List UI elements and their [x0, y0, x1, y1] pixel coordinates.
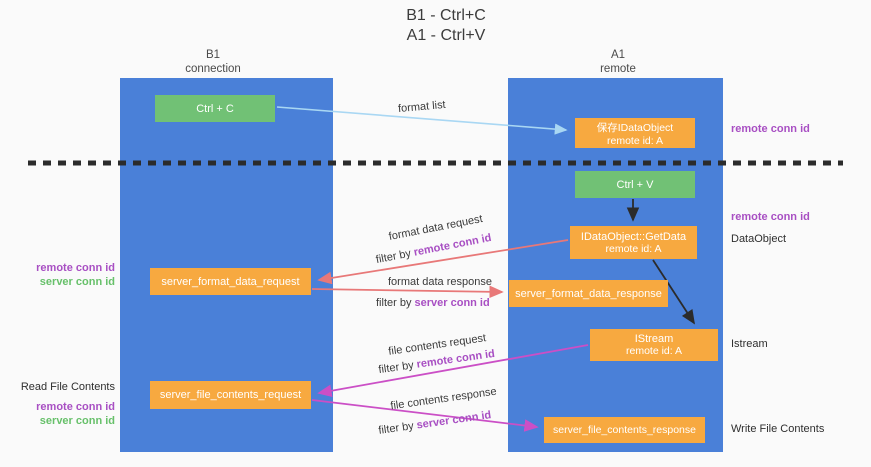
left-remote-conn-id-mid-label: remote conn id	[36, 262, 115, 274]
left-remote-conn-id-bottom-label: remote conn id	[36, 401, 115, 413]
ctrl-c-box: Ctrl + C	[155, 95, 275, 122]
getdata-to-format-request-arrow	[317, 239, 569, 285]
getdata-line2: remote id: A	[605, 242, 662, 255]
getdata-line1: IDataObject::GetData	[580, 230, 687, 243]
istream-side-label: Istream	[731, 338, 768, 350]
istream-line1: IStream	[634, 333, 674, 345]
ctrl-v-box: Ctrl + V	[575, 171, 695, 198]
getdata-box: IDataObject::GetData remote id: A	[570, 226, 697, 259]
right-column-header: A1 remote	[558, 48, 678, 76]
server-file-contents-response-label: server_file_contents_response	[552, 424, 696, 436]
left-column-header: B1 connection	[153, 48, 273, 76]
left-column-subtitle: connection	[185, 63, 241, 75]
ctrl-c-label: Ctrl + C	[196, 102, 234, 115]
format-data-response-arrow-label: format data response	[388, 276, 492, 288]
server-format-data-response-label: server_format_data_response	[515, 287, 662, 300]
server-file-contents-request-box: server_file_contents_request	[150, 381, 311, 409]
format-list-arrow	[276, 106, 568, 135]
dataobject-label: DataObject	[731, 233, 787, 245]
left-server-conn-id-bottom-label: server conn id	[39, 415, 115, 427]
server-format-data-response-box: server_format_data_response	[509, 280, 668, 307]
server-format-data-request-box: server_format_data_request	[150, 268, 311, 295]
istream-to-file-request-arrow	[317, 344, 589, 397]
server-file-contents-response-box: server_file_contents_response	[544, 417, 705, 443]
ctrl-v-label: Ctrl + V	[616, 178, 654, 191]
save-dataobject-box: 保存IDataObject remote id: A	[575, 118, 695, 148]
filter-term-2: server conn id	[414, 297, 490, 309]
save-dataobject-line1: 保存IDataObject	[596, 121, 674, 134]
getdata-to-istream-arrow	[652, 259, 695, 325]
write-file-contents-label: Write File Contents	[731, 423, 825, 435]
file-request-to-response-arrow	[311, 399, 539, 432]
server-format-data-request-label: server_format_data_request	[161, 275, 300, 288]
read-file-contents-label: Read File Contents	[20, 381, 115, 393]
save-dataobject-line2: remote id: A	[606, 134, 664, 147]
right-column-name: A1	[610, 49, 626, 61]
right-remote-conn-id-mid-label: remote conn id	[731, 211, 810, 223]
istream-line2: remote id: A	[625, 345, 683, 357]
istream-box: IStream remote id: A	[590, 329, 718, 361]
left-column-name: B1	[205, 49, 221, 61]
diagram-title: B1 - Ctrl+C A1 - Ctrl+V	[336, 6, 556, 46]
server-file-contents-request-label: server_file_contents_request	[159, 389, 302, 401]
format-request-to-response-arrow	[311, 285, 504, 299]
right-column-subtitle: remote	[600, 63, 636, 75]
right-remote-conn-id-top-label: remote conn id	[731, 123, 810, 135]
left-server-conn-id-mid-label: server conn id	[39, 276, 115, 288]
filter-prefix-2: filter by	[376, 297, 415, 309]
title-line-1: B1 - Ctrl+C	[406, 7, 486, 24]
title-line-2: A1 - Ctrl+V	[406, 27, 486, 44]
filter-by-server-conn-id-label-1: filter by server conn id	[376, 297, 490, 309]
